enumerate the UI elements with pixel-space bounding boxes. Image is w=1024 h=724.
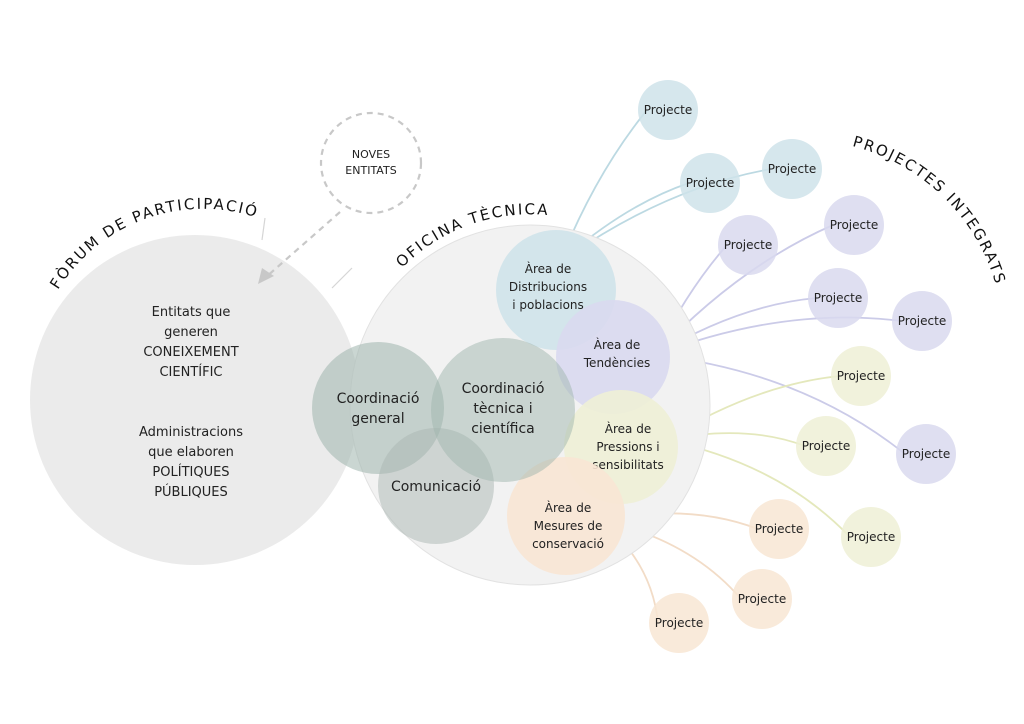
project-label: Projecte	[902, 447, 950, 461]
forum-line: PÚBLIQUES	[154, 484, 228, 500]
noves-line: ENTITATS	[345, 164, 396, 177]
project-node: Projecte	[796, 416, 856, 476]
project-node: Projecte	[831, 346, 891, 406]
project-label: Projecte	[755, 522, 803, 536]
project-label: Projecte	[686, 176, 734, 190]
area-tendencies-circle	[556, 300, 670, 414]
project-circle	[841, 507, 901, 567]
forum-text-1: Entitats que generen CONEIXEMENT CIENTÍF…	[143, 305, 238, 380]
project-node: Projecte	[892, 291, 952, 351]
coord-general-label: Coordinació general	[337, 391, 420, 427]
forum-line: Administracions	[139, 425, 243, 440]
noves-entitats-label: NOVES ENTITATS	[345, 148, 396, 177]
noves-arrow-head	[258, 268, 274, 284]
area-lead: Àrea de	[545, 500, 591, 515]
area-lead: Àrea de	[525, 261, 571, 276]
project-node: Projecte	[718, 215, 778, 275]
project-circle	[824, 195, 884, 255]
project-circle	[638, 80, 698, 140]
noves-entitats-circle	[319, 111, 423, 215]
noves-line: NOVES	[352, 148, 390, 161]
area-mesures: Àrea de Mesures de conservació	[507, 457, 625, 575]
coord-tecnica-circle	[431, 338, 575, 482]
forum-line: POLÍTIQUES	[152, 464, 229, 480]
forum-line: generen	[164, 325, 218, 340]
coord-tecnica-label: Coordinació tècnica i científica	[462, 381, 545, 437]
project-circle	[892, 291, 952, 351]
area-line: Mesures de	[534, 519, 603, 533]
project-nodes: ProjecteProjecteProjecteProjecteProjecte…	[638, 80, 956, 653]
project-label: Projecte	[837, 369, 885, 383]
project-circle	[680, 153, 740, 213]
coord-line: Coordinació	[337, 391, 420, 407]
project-node: Projecte	[680, 153, 740, 213]
project-label: Projecte	[724, 238, 772, 252]
forum-circle	[30, 235, 360, 565]
project-node: Projecte	[649, 593, 709, 653]
area-line: Distribucions	[509, 280, 587, 294]
project-label: Projecte	[738, 592, 786, 606]
project-circle	[896, 424, 956, 484]
area-line: conservació	[532, 537, 604, 551]
forum-line: Entitats que	[152, 305, 231, 320]
coord-line: tècnica i	[473, 401, 532, 417]
forum-line: CIENTÍFIC	[159, 364, 222, 380]
coord-line: científica	[471, 421, 535, 437]
project-circle	[749, 499, 809, 559]
project-circle	[732, 569, 792, 629]
project-circle	[649, 593, 709, 653]
noves-arrow-line	[264, 211, 341, 279]
area-line: Pressions i	[596, 440, 659, 454]
project-label: Projecte	[814, 291, 862, 305]
project-circle	[762, 139, 822, 199]
forum-line: CONEIXEMENT	[143, 345, 238, 360]
project-circle	[718, 215, 778, 275]
project-node: Projecte	[749, 499, 809, 559]
project-label: Projecte	[830, 218, 878, 232]
project-node: Projecte	[841, 507, 901, 567]
coord-line: general	[351, 411, 404, 427]
project-node: Projecte	[732, 569, 792, 629]
forum-line: que elaboren	[148, 445, 234, 460]
project-node: Projecte	[762, 139, 822, 199]
project-label: Projecte	[644, 103, 692, 117]
forum-text-2: Administracions que elaboren POLÍTIQUES …	[139, 425, 243, 500]
area-lead: Àrea de	[594, 337, 640, 352]
project-node: Projecte	[824, 195, 884, 255]
area-line: i poblacions	[512, 298, 584, 312]
project-label: Projecte	[898, 314, 946, 328]
project-label: Projecte	[802, 439, 850, 453]
coord-line: Coordinació	[462, 381, 545, 397]
project-node: Projecte	[638, 80, 698, 140]
project-circle	[808, 268, 868, 328]
project-node: Projecte	[896, 424, 956, 484]
project-node: Projecte	[808, 268, 868, 328]
area-line: sensibilitats	[592, 458, 663, 472]
area-tendencies: Àrea de Tendències	[556, 300, 670, 414]
project-label: Projecte	[847, 530, 895, 544]
project-circle	[831, 346, 891, 406]
project-circle	[796, 416, 856, 476]
area-lead: Àrea de	[605, 421, 651, 436]
forum-tick	[261, 217, 266, 241]
forum-tick	[331, 267, 353, 289]
project-label: Projecte	[655, 616, 703, 630]
area-mesures-circle	[507, 457, 625, 575]
comunicacio-label: Comunicació	[391, 479, 481, 495]
area-line: Tendències	[583, 356, 650, 370]
project-label: Projecte	[768, 162, 816, 176]
